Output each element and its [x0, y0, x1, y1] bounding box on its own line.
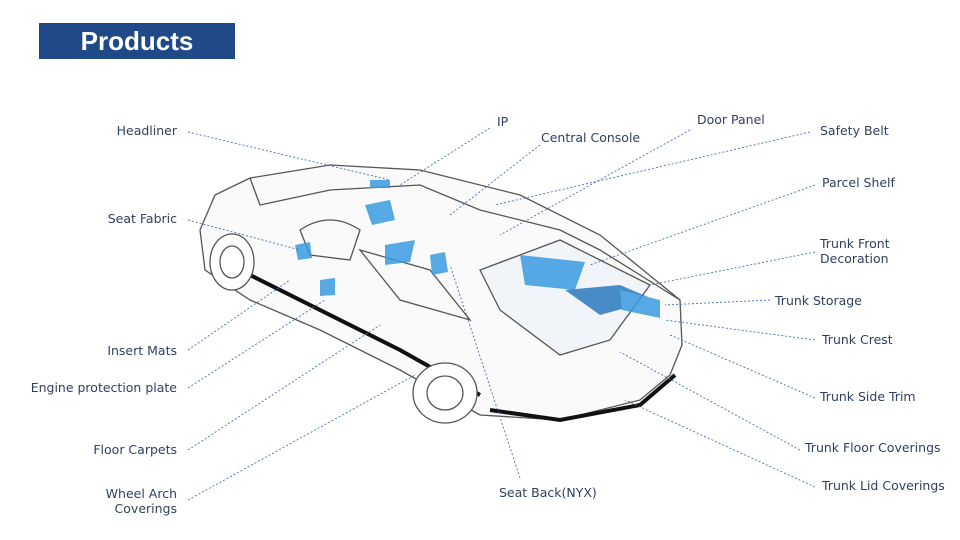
highlighted-parts	[295, 180, 660, 318]
seat-back-part	[430, 252, 448, 275]
trunk-storage-part	[620, 290, 660, 318]
leader-lines	[187, 127, 816, 501]
label-trunk-side-trim: Trunk Side Trim	[820, 389, 916, 404]
page-title: Products	[39, 23, 235, 59]
label-headliner: Headliner	[116, 123, 177, 138]
label-trunk-front-decoration: Trunk Front Decoration	[820, 236, 890, 266]
label-central-console: Central Console	[541, 130, 641, 145]
seat-fabric-part	[295, 242, 312, 260]
label-line-2: Coverings	[114, 501, 177, 516]
trunk-floor-part	[565, 285, 655, 315]
label-seat-back: Seat Back(NYX)	[499, 485, 597, 500]
label-ip: IP	[497, 114, 509, 129]
label-trunk-crest: Trunk Crest	[822, 332, 893, 347]
label-engine-protection-plate: Engine protection plate	[30, 380, 177, 395]
console-part	[385, 240, 415, 265]
label-wheel-arch-coverings: Wheel Arch Coverings	[106, 486, 177, 516]
label-trunk-storage: Trunk Storage	[775, 293, 862, 308]
label-insert-mats: Insert Mats	[107, 343, 177, 358]
label-seat-fabric: Seat Fabric	[107, 211, 177, 226]
label-safety-belt: Safety Belt	[820, 123, 889, 138]
label-line-1: Trunk Front	[820, 236, 890, 251]
label-floor-carpets: Floor Carpets	[93, 442, 177, 457]
label-parcel-shelf: Parcel Shelf	[822, 175, 895, 190]
label-door-panel: Door Panel	[697, 112, 765, 127]
label-line-2: Decoration	[820, 251, 889, 266]
ip-part	[365, 200, 395, 225]
parcel-shelf-part	[520, 255, 585, 290]
headliner-part	[370, 180, 390, 188]
label-line-1: Wheel Arch	[105, 486, 177, 501]
insert-mats-part	[320, 278, 335, 296]
label-trunk-lid-coverings: Trunk Lid Coverings	[822, 478, 945, 493]
label-trunk-floor-coverings: Trunk Floor Coverings	[805, 440, 941, 455]
